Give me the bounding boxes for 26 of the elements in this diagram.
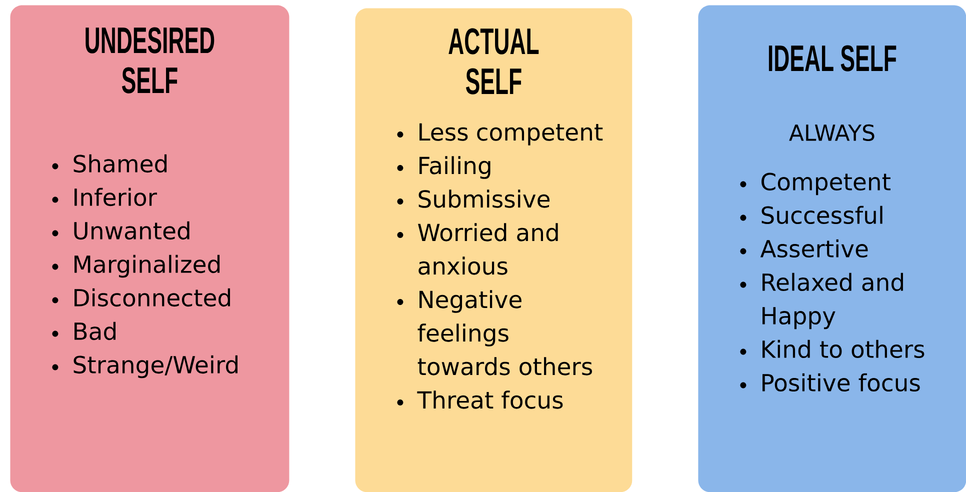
list-item: Failing bbox=[420, 156, 490, 179]
heading: IDEAL SELF bbox=[768, 45, 896, 72]
list-item: Shamed bbox=[74, 154, 167, 173]
subheading: ALWAYS bbox=[789, 124, 874, 142]
list-item: Negative feelings towards others bbox=[418, 290, 592, 376]
panel bbox=[355, 8, 632, 492]
list-item: Relaxed and Happy bbox=[762, 272, 903, 330]
panel bbox=[698, 5, 966, 492]
panel bbox=[10, 5, 290, 492]
list-item: Positive focus bbox=[762, 373, 920, 392]
list-item: Worried and anxious bbox=[418, 223, 558, 275]
list-item: Submissive bbox=[418, 190, 550, 208]
list-item: Threat focus bbox=[417, 390, 563, 409]
list-item: Kind to others bbox=[762, 340, 924, 358]
list-item: Competent bbox=[762, 172, 890, 196]
list-item: Strange/Weird bbox=[74, 355, 238, 378]
list-item: Marginalized bbox=[74, 254, 220, 278]
heading: UNDESIRED SELF bbox=[86, 27, 214, 94]
list-item: Successful bbox=[762, 206, 882, 224]
list-item: Inferior bbox=[74, 188, 157, 206]
heading: ACTUAL SELF bbox=[448, 28, 539, 94]
list-item: Assertive bbox=[760, 239, 868, 258]
list-item: Unwanted bbox=[74, 221, 190, 240]
list-item: Disconnected bbox=[74, 288, 230, 307]
list-item: Less competent bbox=[420, 123, 603, 146]
list-item: Bad bbox=[74, 322, 116, 340]
